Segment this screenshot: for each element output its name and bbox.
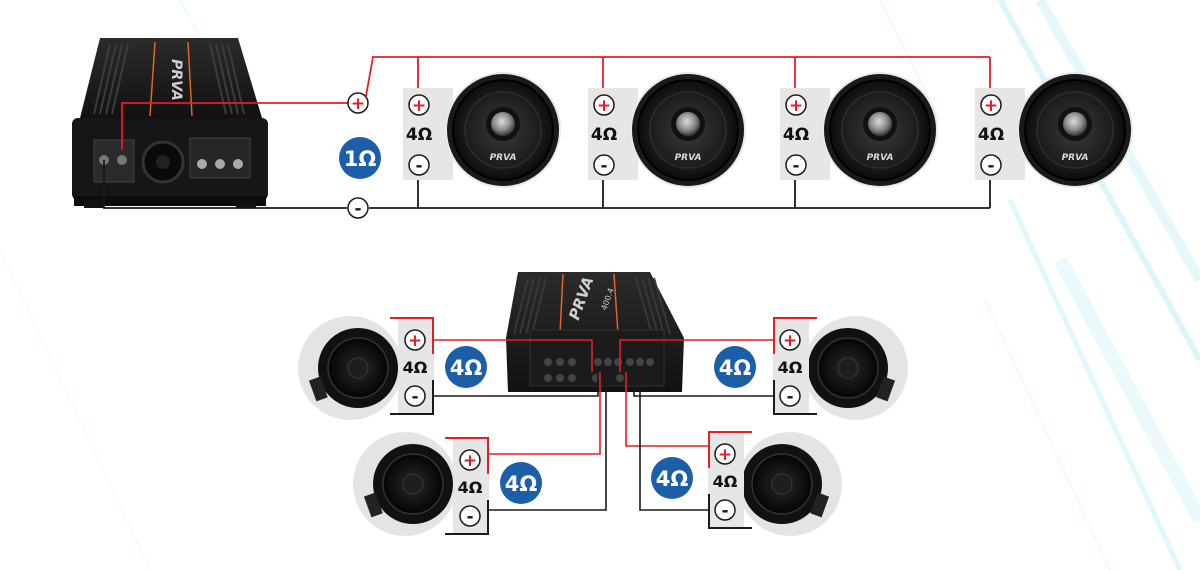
minus-icon: - <box>354 199 361 219</box>
channel-load-label: 4Ω <box>450 356 483 380</box>
negative-terminal: - <box>980 154 1002 176</box>
minus-icon: - <box>411 387 418 407</box>
speaker-unit: +4Ω - PRVA <box>975 72 1133 188</box>
plus-icon: + <box>789 96 803 116</box>
plus-icon: + <box>783 331 797 351</box>
positive-terminal: + <box>714 443 736 465</box>
plus-icon: + <box>463 451 477 471</box>
negative-terminal: - <box>785 154 807 176</box>
minus-icon: - <box>600 156 607 176</box>
positive-terminal: + <box>980 94 1002 116</box>
tweeter-speaker-icon <box>298 316 402 420</box>
speaker-brand-logo: PRVA <box>675 153 702 163</box>
speaker-unit: +4Ω - PRVA <box>588 72 746 188</box>
speaker-impedance: 4Ω <box>713 472 738 491</box>
mono-amplifier: PRVA <box>72 38 268 208</box>
total-load-badge: 1Ω <box>339 137 381 179</box>
channel-load-label: 4Ω <box>719 356 752 380</box>
negative-terminal: - <box>779 385 801 407</box>
top-speaker-group: +4Ω - PRVA +4Ω - PRVA +4Ω - PRVA +4Ω - PRVA <box>403 72 1133 188</box>
negative-bus-terminal: - <box>347 197 369 219</box>
plus-icon: + <box>984 96 998 116</box>
plus-icon: + <box>597 96 611 116</box>
speaker-impedance: 4Ω <box>978 125 1004 145</box>
minus-icon: - <box>786 387 793 407</box>
speaker-unit: +4Ω - PRVA <box>780 72 938 188</box>
tweeter-speaker-icon <box>353 432 457 536</box>
channel-load-label: 4Ω <box>656 467 689 491</box>
speaker-unit: +4Ω - PRVA <box>403 72 561 188</box>
speaker-impedance: 4Ω <box>458 478 483 497</box>
minus-icon: - <box>721 501 728 521</box>
speaker-impedance: 4Ω <box>403 358 428 377</box>
bottom-speaker-group: +4Ω - 4Ω +4Ω - 4Ω +4Ω - 4Ω +4Ω - 4Ω <box>298 316 908 536</box>
plus-icon: + <box>412 96 426 116</box>
tweeter-speaker-icon <box>738 432 842 536</box>
negative-terminal: - <box>714 499 736 521</box>
midrange-speaker-icon: PRVA <box>445 72 561 188</box>
speaker-impedance: 4Ω <box>778 358 803 377</box>
channel-load-badge: 4Ω <box>445 346 487 388</box>
negative-terminal: - <box>404 385 426 407</box>
midrange-speaker-icon: PRVA <box>630 72 746 188</box>
channel-upper-right: +4Ω - 4Ω <box>714 316 908 420</box>
positive-terminal: + <box>408 94 430 116</box>
channel-upper-left: +4Ω - 4Ω <box>298 316 487 420</box>
positive-terminal: + <box>785 94 807 116</box>
minus-icon: - <box>987 156 994 176</box>
minus-icon: - <box>415 156 422 176</box>
total-load-label: 1Ω <box>344 147 377 171</box>
channel-load-badge: 4Ω <box>714 346 756 388</box>
top-section: PRVA <box>72 38 1133 219</box>
speaker-impedance: 4Ω <box>783 125 809 145</box>
tweeter-speaker-icon <box>804 316 908 420</box>
minus-icon: - <box>792 156 799 176</box>
negative-terminal: - <box>459 505 481 527</box>
plus-icon: + <box>408 331 422 351</box>
speaker-brand-logo: PRVA <box>1062 153 1089 163</box>
bottom-wires <box>433 339 773 511</box>
bottom-section: PRVA 400.4 +4Ω - 4Ω + <box>298 272 908 536</box>
minus-icon: - <box>466 507 473 527</box>
positive-bus-terminal: + <box>347 92 369 114</box>
negative-terminal: - <box>593 154 615 176</box>
speaker-impedance: 4Ω <box>591 125 617 145</box>
positive-terminal: + <box>779 329 801 351</box>
channel-load-badge: 4Ω <box>500 462 542 504</box>
speaker-brand-logo: PRVA <box>867 153 894 163</box>
channel-load-badge: 4Ω <box>651 457 693 499</box>
plus-icon: + <box>351 94 365 114</box>
negative-terminal: - <box>408 154 430 176</box>
amp-brand-logo: PRVA <box>168 59 184 101</box>
plus-icon: + <box>718 445 732 465</box>
four-channel-amplifier: PRVA 400.4 <box>506 272 684 392</box>
midrange-speaker-icon: PRVA <box>822 72 938 188</box>
speaker-brand-logo: PRVA <box>490 153 517 163</box>
channel-load-label: 4Ω <box>505 472 538 496</box>
power-terminal-block <box>189 137 251 179</box>
channel-lower-left: +4Ω - 4Ω <box>353 432 542 536</box>
top-wires <box>103 56 991 209</box>
positive-terminal: + <box>404 329 426 351</box>
positive-terminal: + <box>459 449 481 471</box>
channel-lower-right: +4Ω - 4Ω <box>651 431 842 536</box>
positive-terminal: + <box>593 94 615 116</box>
speaker-impedance: 4Ω <box>406 125 432 145</box>
midrange-speaker-icon: PRVA <box>1017 72 1133 188</box>
